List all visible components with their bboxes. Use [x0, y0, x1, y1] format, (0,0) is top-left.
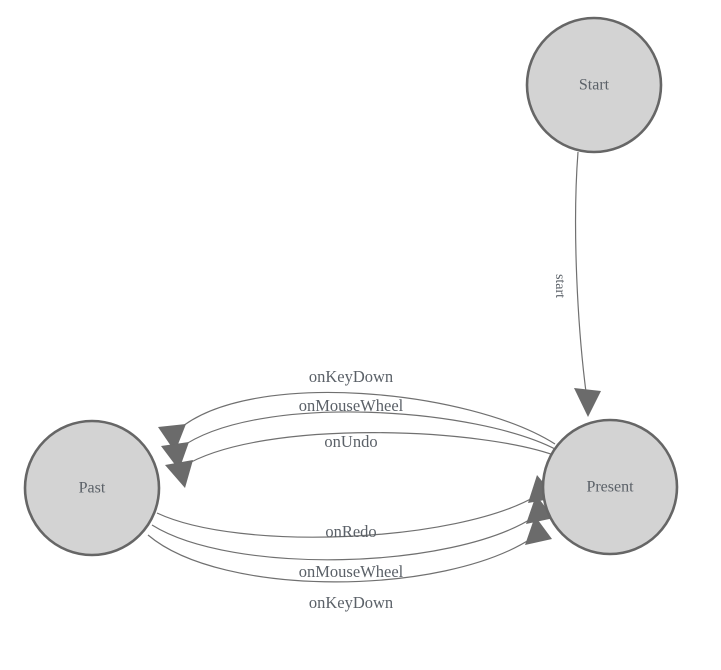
- node-present-circle: [541, 418, 679, 556]
- edge-present-to-past-undo-path: [183, 432, 560, 467]
- edge-present-to-past-keydown-arrowhead: [158, 424, 186, 452]
- edge-label-start: start: [552, 274, 567, 298]
- edge-past-to-present-redo-path: [156, 495, 537, 538]
- edge-past-to-present-keydown-arrowhead: [525, 516, 552, 545]
- edge-present-to-past-mousewheel-path: [179, 411, 558, 451]
- edge-start-to-present[interactable]: [574, 151, 601, 417]
- edge-past-to-present-mousewheel-path: [151, 516, 535, 561]
- edge-label-past-present-mousewheel: onMouseWheel: [299, 562, 404, 581]
- edge-label-present-past-keydown: onKeyDown: [309, 367, 393, 386]
- edge-past-to-present-keydown[interactable]: [147, 516, 552, 583]
- edge-past-to-present-keydown-path: [147, 534, 533, 583]
- edge-present-to-past-mousewheel-arrowhead: [161, 442, 189, 470]
- edge-present-to-past-keydown-path: [177, 391, 556, 445]
- node-start[interactable]: Start: [525, 16, 663, 154]
- edge-start-to-present-path: [574, 151, 587, 393]
- node-present[interactable]: Present: [541, 418, 679, 556]
- edge-label-present-past-undo: onUndo: [324, 432, 377, 451]
- edge-label-present-past-mousewheel: onMouseWheel: [299, 396, 404, 415]
- edge-present-to-past-keydown[interactable]: [158, 391, 556, 452]
- node-past-circle: [23, 419, 161, 557]
- edge-present-to-past-undo[interactable]: [165, 432, 560, 488]
- edge-start-to-present-arrowhead: [574, 388, 601, 417]
- edge-label-past-present-keydown: onKeyDown: [309, 593, 393, 612]
- edge-present-to-past-mousewheel[interactable]: [161, 411, 558, 470]
- node-past[interactable]: Past: [23, 419, 161, 557]
- edge-present-to-past-undo-arrowhead: [165, 460, 193, 488]
- edge-label-past-present-redo: onRedo: [325, 522, 376, 541]
- edge-past-to-present-mousewheel[interactable]: [151, 495, 554, 561]
- node-start-circle: [525, 16, 663, 154]
- edge-past-to-present-mousewheel-arrowhead: [526, 495, 554, 524]
